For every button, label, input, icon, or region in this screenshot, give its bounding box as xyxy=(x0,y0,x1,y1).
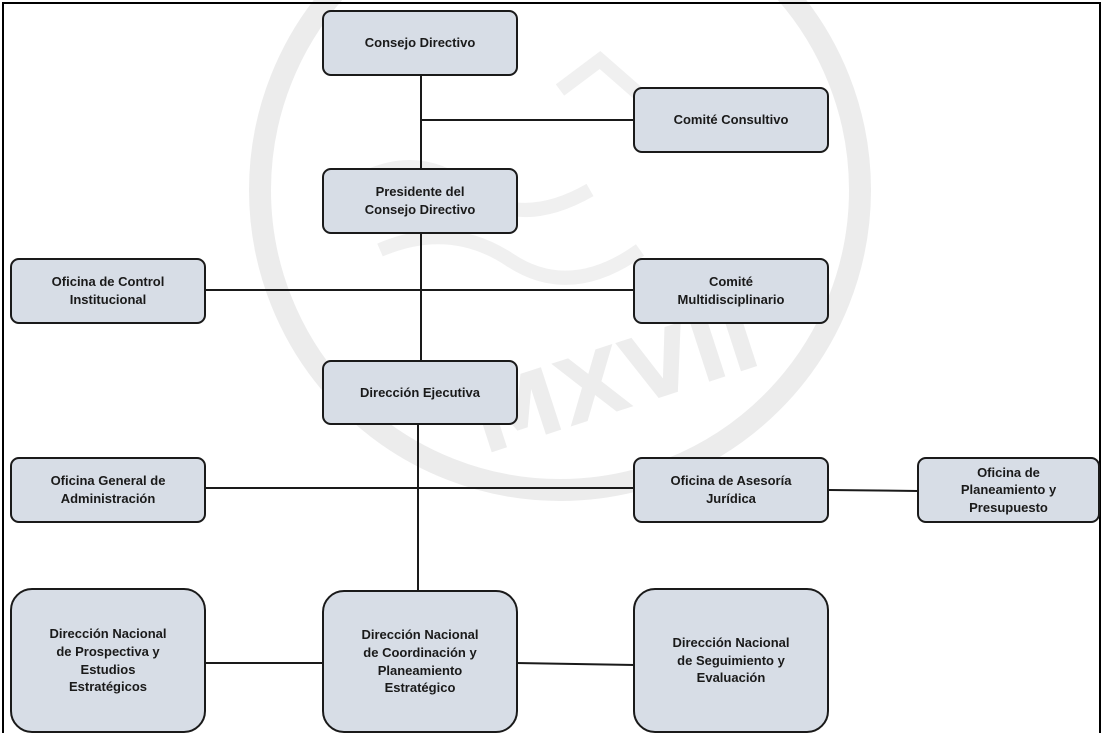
node-comite-consultivo: Comité Consultivo xyxy=(633,87,829,153)
node-direccion-ejecutiva: Dirección Ejecutiva xyxy=(322,360,518,425)
node-consejo-directivo: Consejo Directivo xyxy=(322,10,518,76)
